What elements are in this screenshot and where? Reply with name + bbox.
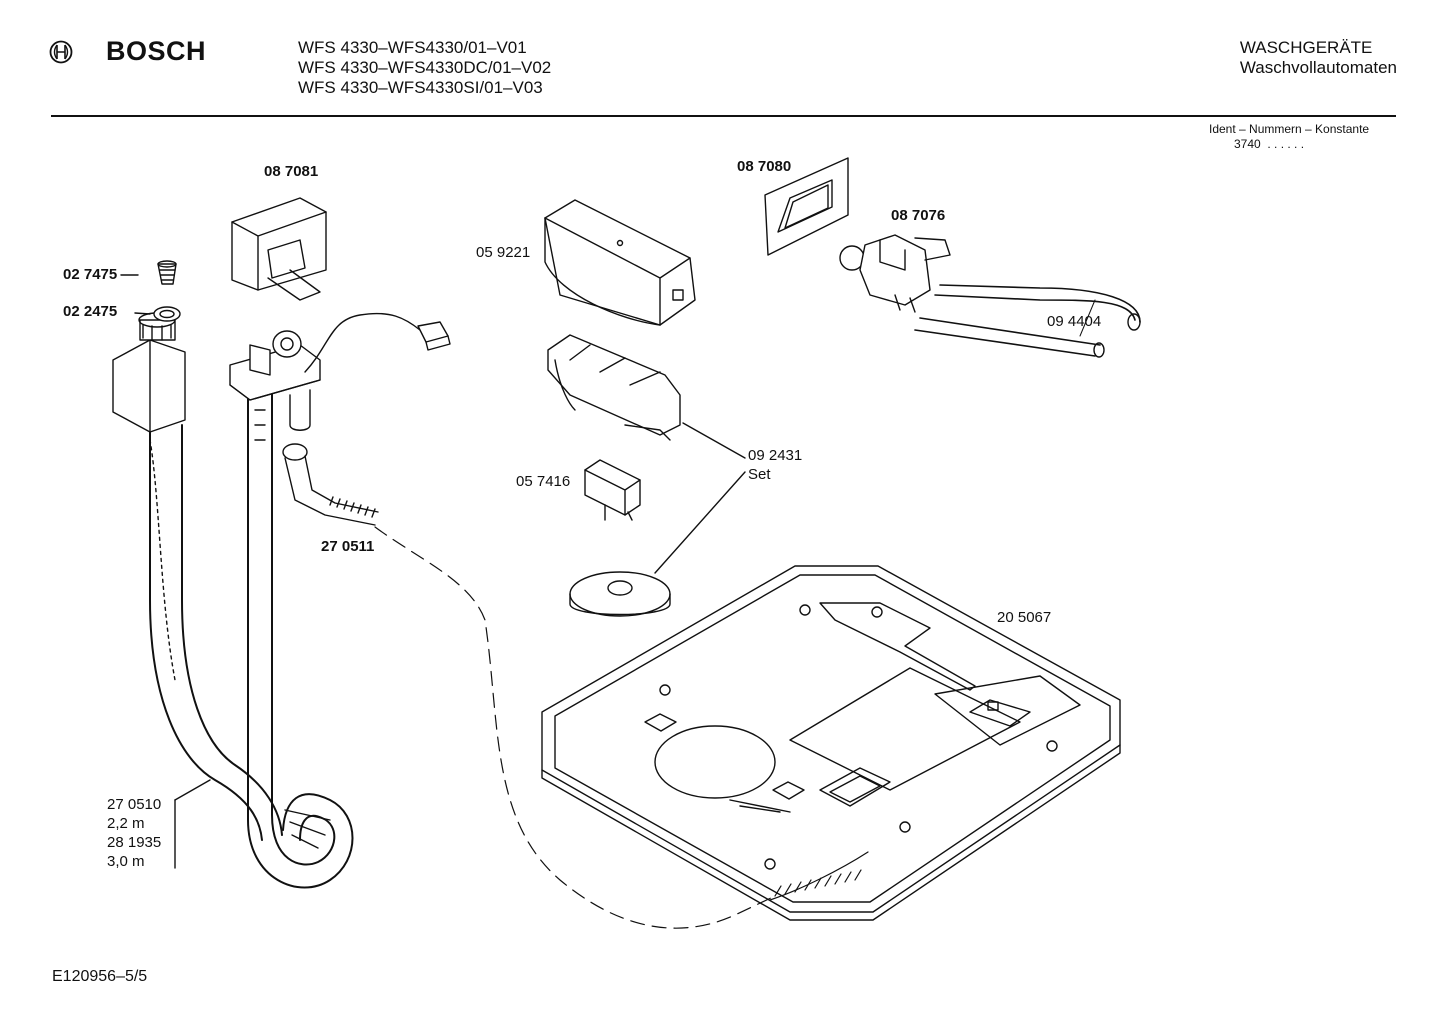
- cover-cap-drawing: [231, 197, 327, 301]
- part-label: 08 7081: [264, 163, 319, 180]
- header-divider: [51, 115, 1396, 117]
- knob-drawing: [544, 199, 696, 326]
- part-label: 20 5067: [997, 609, 1052, 626]
- seal-frame-drawing: [764, 157, 849, 256]
- model-line: WFS 4330–WFS4330/01–V01: [298, 38, 527, 57]
- leader-line: [654, 471, 746, 574]
- model-line: WFS 4330–WFS4330SI/01–V03: [298, 78, 543, 97]
- model-line: WFS 4330–WFS4330DC/01–V02: [298, 58, 552, 77]
- part-label: 28 1935: [107, 834, 162, 851]
- part-label: 27 0510: [107, 796, 162, 813]
- bosch-logo-icon: [49, 40, 73, 64]
- model-list: WFS 4330–WFS4330/01–V01 WFS 4330–WFS4330…: [298, 38, 551, 98]
- part-label: 02 2475: [63, 303, 118, 320]
- part-label: 09 4404: [1047, 313, 1102, 330]
- base-plate-drawing: [541, 565, 1121, 921]
- switch-part-drawing: [584, 459, 641, 521]
- part-label: 27 0511: [321, 538, 375, 555]
- category-subtitle: Waschvollautomaten: [1239, 58, 1397, 77]
- part-length: 3,0 m: [107, 853, 145, 870]
- part-label: 08 7080: [737, 158, 792, 175]
- hose-holder-drawing: [229, 330, 321, 431]
- part-label: 09 2431: [748, 447, 803, 464]
- part-label: 05 9221: [476, 244, 531, 261]
- valve-hoses-drawing: [914, 284, 1141, 358]
- routing-dashed-line: [374, 526, 776, 929]
- part-label: 05 7416: [516, 473, 571, 490]
- bent-hose-drawing: [282, 443, 379, 526]
- document-id: E120956–5/5: [52, 968, 148, 985]
- inlet-valve-drawing: [839, 234, 951, 313]
- leader-line: [682, 422, 746, 459]
- hose-label-group: 27 0510 2,2 m 28 1935 3,0 m: [107, 795, 161, 871]
- category: WASCHGERÄTE Waschvollautomaten: [1240, 38, 1397, 78]
- inlet-hose-drawing: [112, 312, 283, 841]
- leader-line: [174, 779, 211, 801]
- ident-value: 3740: [1234, 137, 1261, 151]
- ident-dots: . . . . . .: [1267, 137, 1305, 151]
- sensor-cable-drawing: [304, 312, 421, 373]
- part-label-note: Set: [748, 466, 771, 483]
- part-label: 08 7076: [891, 207, 946, 224]
- plug-connector-drawing: [417, 321, 451, 351]
- switch-bracket-drawing: [547, 334, 681, 441]
- filter-drawing: [157, 260, 177, 285]
- category-title: WASCHGERÄTE: [1239, 38, 1373, 57]
- ident-block: Ident – Nummern – Konstante 3740 . . . .…: [1209, 122, 1369, 152]
- washer-drawing: [153, 306, 181, 322]
- ident-title: Ident – Nummern – Konstante: [1209, 122, 1370, 136]
- part-label: 02 7475: [63, 266, 118, 283]
- part-length: 2,2 m: [107, 815, 145, 832]
- round-foot-drawing: [569, 571, 671, 617]
- drain-hose-drawing: [247, 384, 354, 889]
- ident-constant: 3740 . . . . . .: [1209, 137, 1369, 152]
- brand-name: BOSCH: [106, 36, 207, 66]
- leader-line: [134, 312, 151, 315]
